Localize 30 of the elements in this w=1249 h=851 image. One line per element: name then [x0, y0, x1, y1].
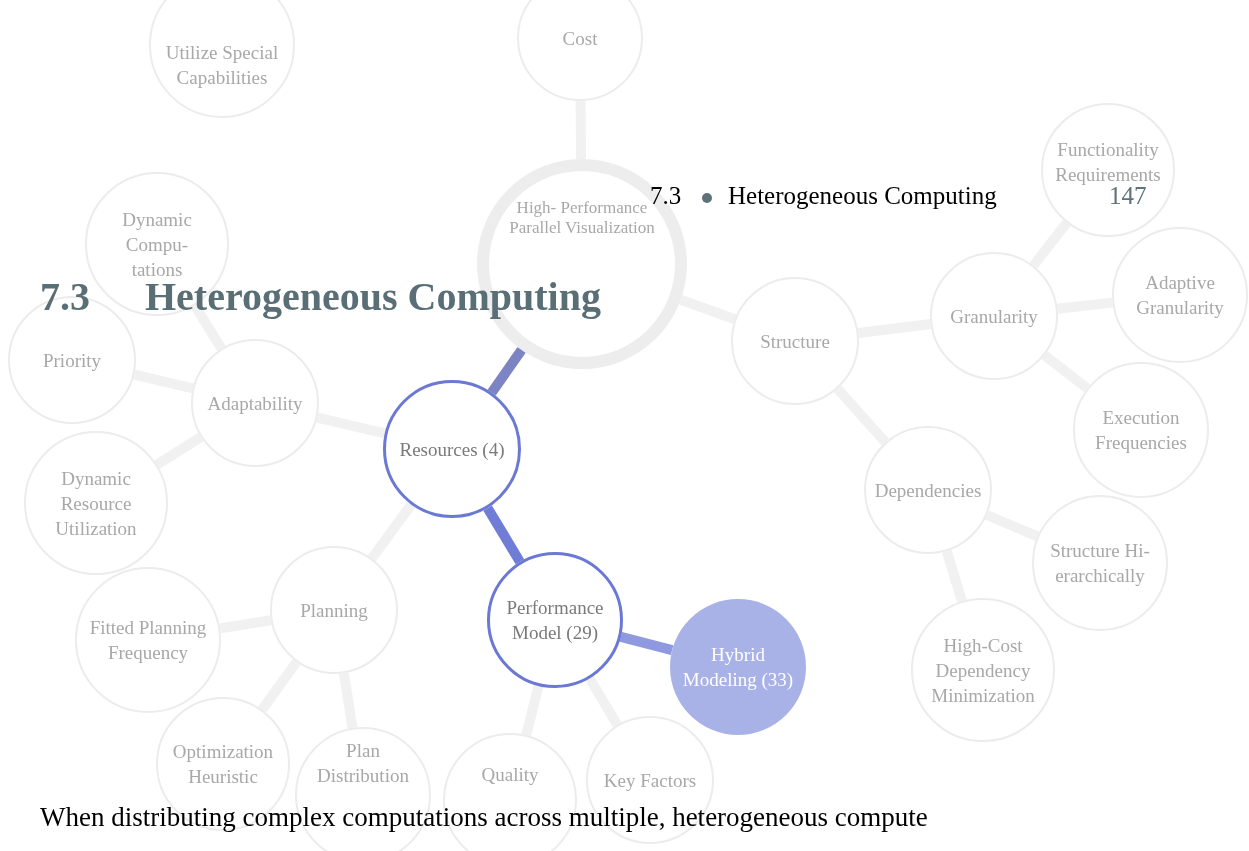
topic-label: Key Factors [602, 768, 698, 793]
running-header: Heterogeneous Computing [728, 181, 997, 211]
topic-label: Adaptive Granularity [1135, 271, 1225, 320]
topic-label: Dynamic Compu- tations [121, 207, 193, 282]
body-paragraph: When distributing complex computations across multiple, heterogeneous compute [40, 801, 928, 834]
connector-line [367, 501, 416, 562]
connector-line [585, 675, 622, 728]
topic-label: Performance Model (29) [505, 596, 605, 645]
topic-label: Structure Hi- erarchically [1049, 539, 1151, 588]
connector-line [483, 505, 525, 565]
topic-label: Fitted Planning Frequency [88, 616, 208, 665]
topic-label: Priority [41, 348, 103, 373]
topic-label: Quality [480, 762, 540, 787]
topic-label: Granularity [949, 304, 1039, 329]
topic-label: Planning [299, 598, 369, 623]
topic-label: Utilize Special Capabilities [164, 41, 280, 90]
topic-label: High-Cost Dependency Minimization [930, 633, 1036, 708]
topic-label: Execution Frequencies [1094, 406, 1188, 455]
section-heading: 7.3 [40, 273, 90, 321]
topic-label: Optimization Heuristic [171, 740, 275, 789]
topic-label: Plan Distribution [316, 739, 410, 788]
topic-label: Cost [561, 26, 599, 51]
topic-label: Resources (4) [398, 437, 506, 462]
topic-label: Hybrid Modeling (33) [681, 643, 795, 692]
topic-label: Adaptability [206, 391, 304, 416]
topic-label: Structure [759, 329, 831, 354]
topic-label: Dynamic Resource Utilization [54, 466, 138, 541]
connector-line [487, 347, 526, 396]
running-header: 7.3 [650, 181, 682, 211]
topic-label: Dependencies [873, 478, 983, 503]
